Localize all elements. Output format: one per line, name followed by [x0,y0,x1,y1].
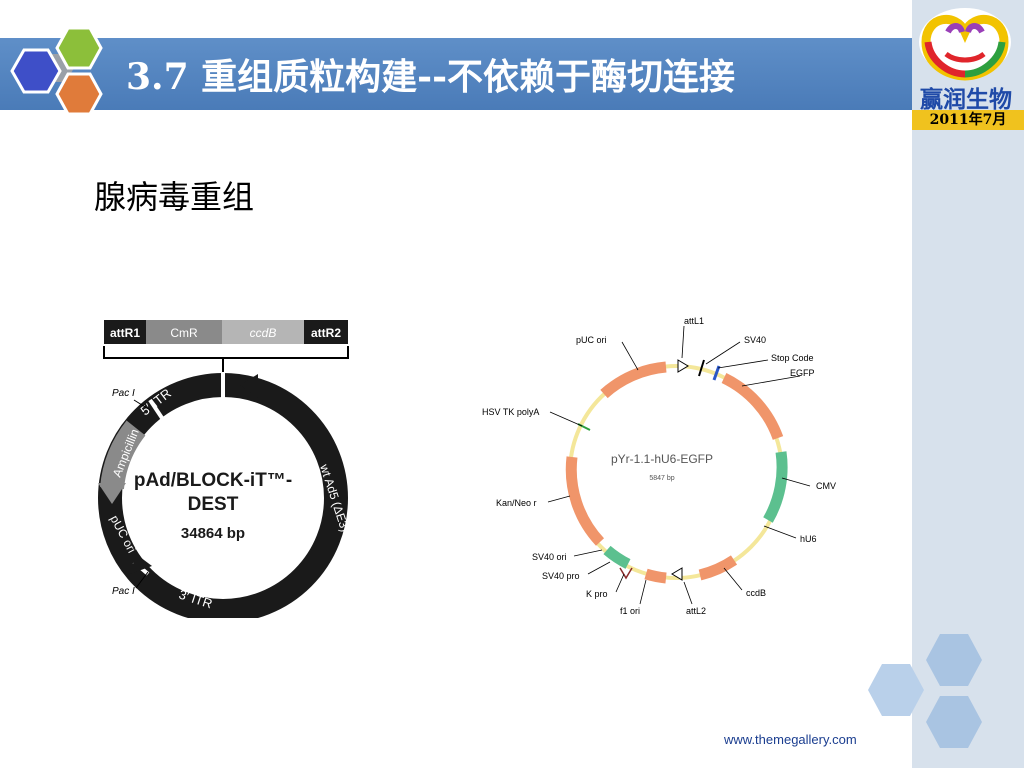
feature-attl2: attL2 [686,606,706,616]
plasmid-map-pad-block-it: attR1 CmR ccdB attR2 5′ ITR Ampicillin p… [98,320,352,618]
feature-sv40-ori: SV40 ori [532,552,567,562]
feature-stop-code: Stop Code [771,353,814,363]
label-pac-top: Pac I [112,388,135,399]
feature-cmv: CMV [816,481,836,491]
feature-egfp: EGFP [790,368,815,378]
feature-sv40-pro: SV40 pro [542,571,580,581]
hexagon-logo-icon [10,26,103,116]
feature-sv40: SV40 [744,335,766,345]
plasmid-size-1: 34864 bp [181,525,245,542]
cassette-attr1 [104,320,146,344]
feature-puc-ori: pUC ori [576,335,607,345]
page-title: 3.7 重组质粒构建--不依赖于酶切连接 [126,56,736,98]
cassette-cmr [146,320,222,344]
feature-kan-neo-r: Kan/Neo r [496,498,537,508]
brand-logo-icon [919,8,1011,81]
feature-attl1: attL1 [684,316,704,326]
brand-name: 赢润生物 [920,87,1012,113]
decorative-hexagons-icon [868,634,982,748]
date-badge: 2011年7月 [912,110,1024,130]
feature-k-pro: K pro [586,589,608,599]
plasmid-name-2: DEST [188,494,239,515]
plasmid-size-pyr: 5847 bp [649,475,674,482]
feature-ccdb: ccdB [746,588,766,598]
plasmid-map-pyr-hu6-egfp: attL1 SV40 Stop Code EGFP CMV hU6 ccdB a… [482,316,836,616]
cassette-label-cmr: CmR [170,326,198,340]
footer-url[interactable]: www.themegallery.com [724,732,857,747]
section-subtitle: 腺病毒重组 [94,178,255,216]
label-pac-bottom: Pac I [112,586,135,597]
cassette-attr2 [304,320,348,344]
cassette-label-attr2: attR2 [311,326,341,340]
plasmid-name-pyr: pYr-1.1-hU6-EGFP [611,452,713,466]
plasmid-name-1: pAd/BLOCK-iT™- [134,470,292,491]
cassette-label-ccdb: ccdB [250,326,277,340]
feature-f1-ori: f1 ori [620,606,640,616]
feature-hsv-tk-polya: HSV TK polyA [482,407,539,417]
cassette-ccdb [222,320,304,344]
title-bar [0,38,912,110]
cassette-label-attr1: attR1 [110,326,140,340]
feature-hu6: hU6 [800,534,817,544]
